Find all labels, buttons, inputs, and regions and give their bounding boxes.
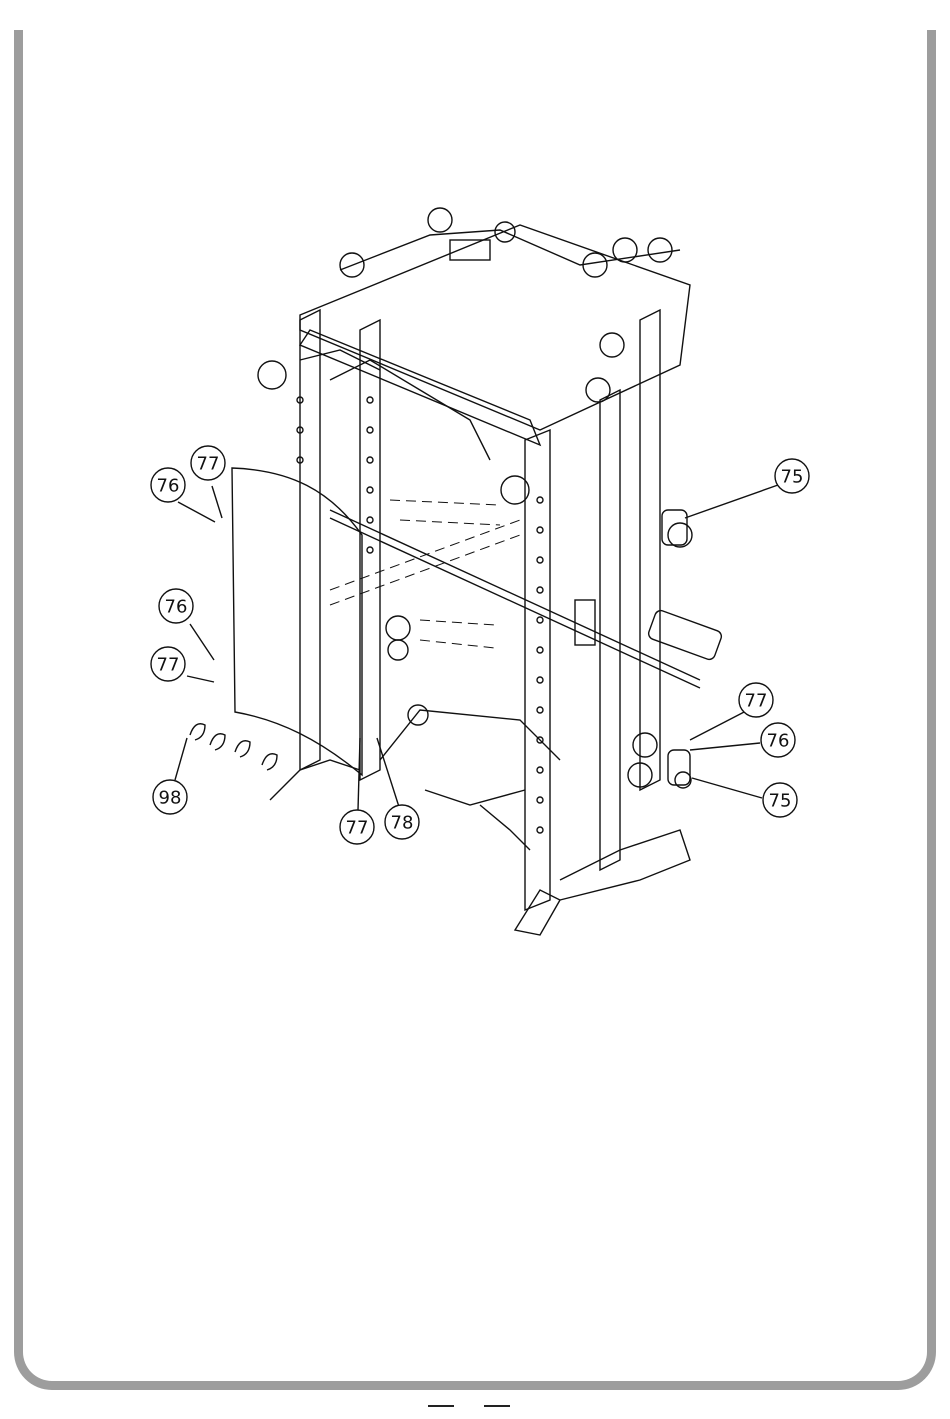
upright-holes <box>297 397 543 833</box>
footer-page-mark-left <box>428 1405 454 1407</box>
callout-label: 76 <box>165 597 188 618</box>
callout-label: 78 <box>391 813 414 834</box>
callout-label: 77 <box>346 818 369 839</box>
callout-label: 76 <box>157 476 180 497</box>
callout-label: 76 <box>767 731 790 752</box>
callout-label: 75 <box>769 791 792 812</box>
callout-label: 77 <box>745 691 768 712</box>
machine-frame-drawing <box>190 208 723 935</box>
callouts <box>151 446 809 844</box>
footer-page-mark-right <box>484 1405 510 1407</box>
callout-label: 75 <box>781 467 804 488</box>
callout-label: 77 <box>197 454 220 475</box>
callout-label: 98 <box>159 788 182 809</box>
callout-label: 77 <box>157 655 180 676</box>
